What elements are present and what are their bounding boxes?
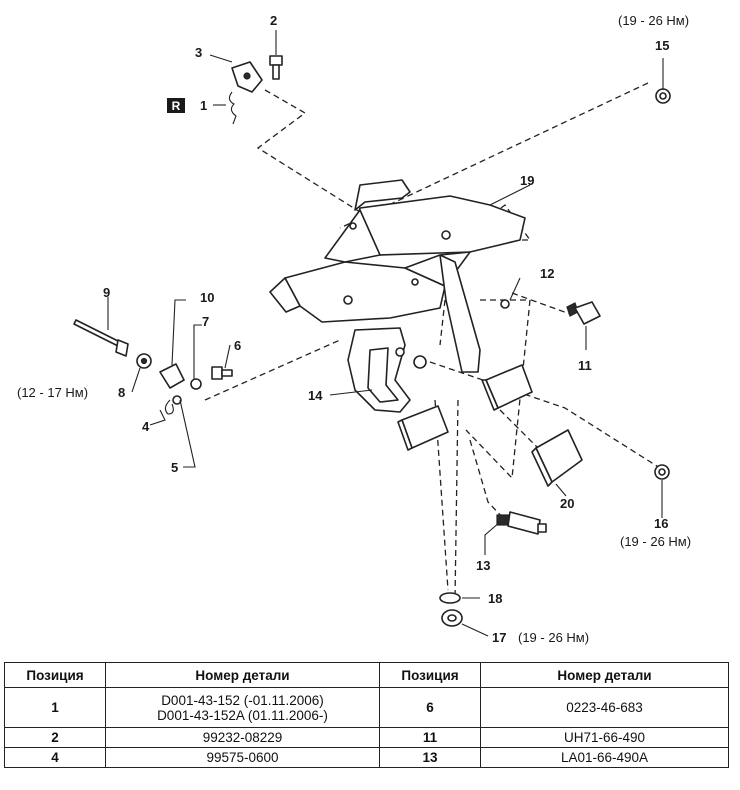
switch-part: [566, 301, 601, 325]
callout-5: 5: [171, 460, 178, 475]
callout-10: 10: [200, 290, 214, 305]
clip-part: [228, 91, 237, 125]
part-number-cell: UH71-66-490: [480, 727, 729, 748]
callout-19: 19: [520, 173, 534, 188]
callout-18: 18: [488, 591, 502, 606]
bracket-part: [231, 61, 263, 93]
header-position-2: Позиция: [379, 662, 481, 688]
nut-part: [655, 88, 671, 104]
callout-4: 4: [142, 419, 150, 434]
replace-badge-label: R: [172, 99, 181, 113]
table-row: 4 99575-0600 13 LA01-66-490A: [4, 747, 729, 768]
position-cell: 4: [4, 747, 106, 768]
part-number-cell: LA01-66-490A: [480, 747, 729, 768]
stop-lamp-switch-part: [496, 511, 547, 535]
callout-2: 2: [270, 13, 277, 28]
washer-18-part: [439, 592, 461, 604]
leader-lines: [107, 30, 664, 637]
rod-part: [73, 319, 129, 357]
replace-badge: [167, 98, 185, 113]
callout-3: 3: [195, 45, 202, 60]
callout-15: 15: [655, 38, 669, 53]
nut-17-part: [441, 609, 463, 627]
header-part-number-2: Номер детали: [480, 662, 729, 688]
position-cell: 2: [4, 727, 106, 748]
callout-7: 7: [202, 314, 209, 329]
small-bolt-part: [500, 299, 510, 309]
callout-12: 12: [540, 266, 554, 281]
part-number-cell: 99232-08229: [105, 727, 380, 748]
washer-5-part: [172, 395, 182, 405]
part-number-line: D001-43-152A (01.11.2006-): [157, 707, 328, 723]
header-position-1: Позиция: [4, 662, 106, 688]
header-part-number-1: Номер детали: [105, 662, 380, 688]
clutch-pedal-arm: [347, 327, 449, 451]
table-row: 1 D001-43-152 (-01.11.2006) D001-43-152A…: [4, 687, 729, 728]
part-number-cell: D001-43-152 (-01.11.2006) D001-43-152A (…: [105, 687, 380, 728]
callout-9: 9: [103, 285, 110, 300]
torque-specs: (19 - 26 Нм) (12 - 17 Нм) (19 - 26 Нм) (…: [17, 13, 691, 645]
part-number-line: 99232-08229: [202, 730, 283, 745]
parts-table: Позиция Номер детали Позиция Номер детал…: [4, 662, 729, 768]
bushing-part: [190, 378, 202, 390]
callout-1: 1: [200, 98, 207, 113]
callout-20: 20: [560, 496, 574, 511]
torque-16: (19 - 26 Нм): [620, 534, 691, 549]
position-cell: 1: [4, 687, 106, 728]
bolt-part: [269, 55, 283, 80]
clip-4-part: [164, 399, 174, 415]
callout-6: 6: [234, 338, 241, 353]
torque-8: (12 - 17 Нм): [17, 385, 88, 400]
torque-15: (19 - 26 Нм): [618, 13, 689, 28]
pedal-bracket: [269, 179, 526, 323]
callouts: 1 2 3 4 5 6 7 8 9 10 11 12 13 14 15 16 1…: [103, 13, 669, 645]
callout-14: 14: [308, 388, 323, 403]
bolt-6-part: [211, 366, 233, 380]
callout-8: 8: [118, 385, 125, 400]
callout-13: 13: [476, 558, 490, 573]
callout-16: 16: [654, 516, 668, 531]
assembly-lines: [204, 82, 661, 601]
position-cell: 13: [379, 747, 481, 768]
nut-16-part: [654, 464, 670, 480]
pedal-assembly-diagram: R 1 2 3 4 5 6 7 8 9 10 11 12 13 14 15 16…: [17, 13, 691, 645]
torque-17: (19 - 26 Нм): [518, 630, 589, 645]
part-number-cell: 0223-46-683: [480, 687, 729, 728]
clevis-part: [159, 363, 185, 389]
part-number-line: 99575-0600: [206, 750, 279, 765]
part-number-line: D001-43-152 (-01.11.2006): [161, 692, 324, 708]
position-cell: 11: [379, 727, 481, 748]
table-row: 2 99232-08229 11 UH71-66-490: [4, 727, 729, 748]
pedal-pad: [531, 429, 583, 487]
table-header-row: Позиция Номер детали Позиция Номер детал…: [4, 662, 729, 688]
brake-pedal-arm: [439, 254, 533, 411]
callout-11: 11: [578, 358, 592, 373]
nut-8-part: [136, 353, 152, 369]
callout-17: 17: [492, 630, 506, 645]
part-number-cell: 99575-0600: [105, 747, 380, 768]
position-cell: 6: [379, 687, 481, 728]
